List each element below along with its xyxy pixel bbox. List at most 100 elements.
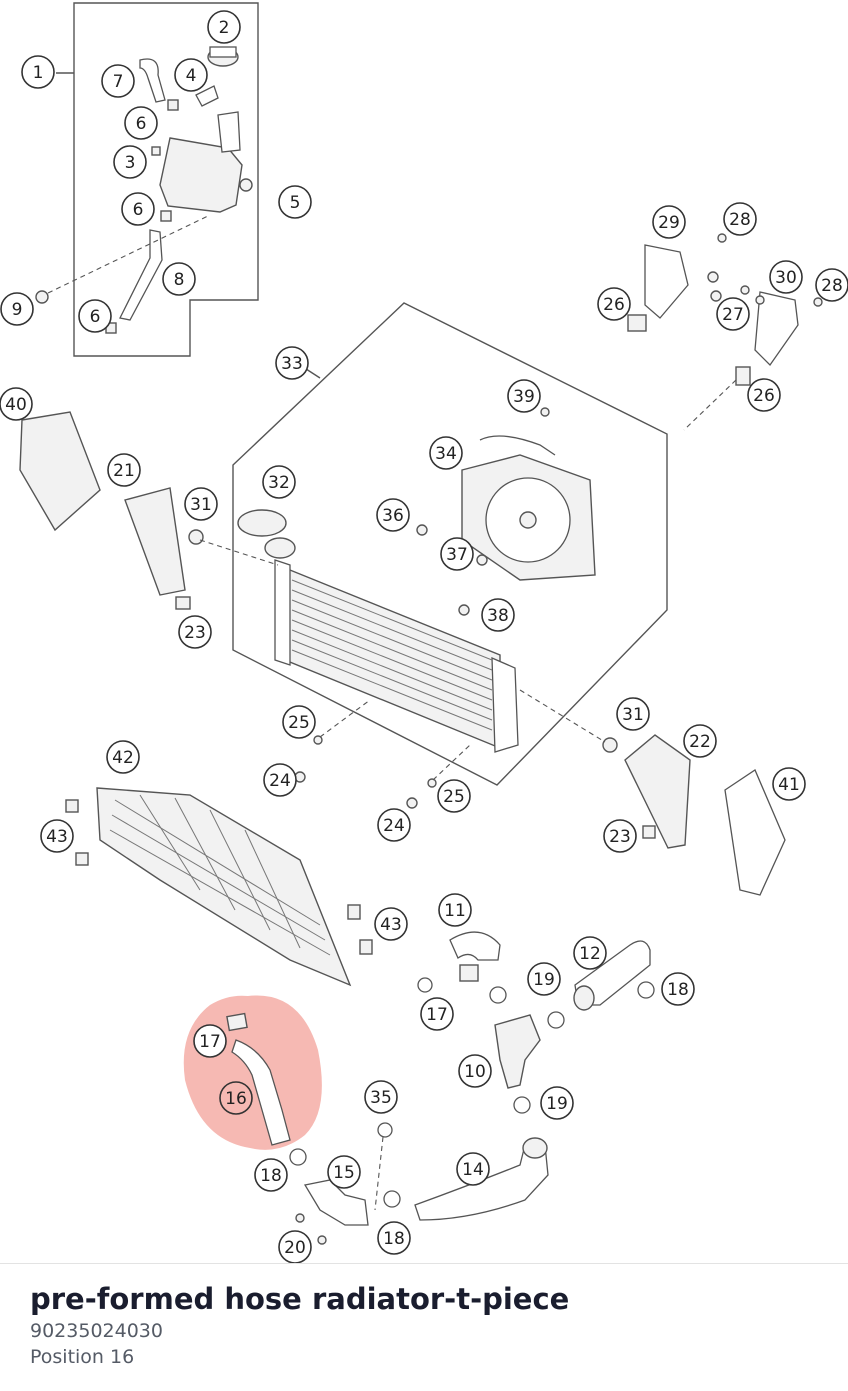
callout-28[interactable]: 28: [815, 268, 848, 302]
callout-19[interactable]: 19: [527, 962, 561, 996]
callout-31[interactable]: 31: [184, 487, 218, 521]
callout-number: 18: [383, 1229, 405, 1249]
callout-number: 37: [446, 545, 468, 565]
callout-number: 16: [225, 1089, 247, 1109]
callout-number: 33: [281, 354, 303, 374]
callout-circle: [458, 1054, 492, 1088]
callout-17[interactable]: 17: [420, 997, 454, 1031]
callout-11[interactable]: 11: [438, 893, 472, 927]
callout-10[interactable]: 10: [458, 1054, 492, 1088]
callout-35[interactable]: 35: [364, 1080, 398, 1114]
callout-26[interactable]: 26: [747, 378, 781, 412]
callout-6[interactable]: 6: [121, 192, 155, 226]
callout-26[interactable]: 26: [597, 287, 631, 321]
callout-25[interactable]: 25: [437, 779, 471, 813]
callout-3[interactable]: 3: [113, 145, 147, 179]
callout-number: 18: [667, 980, 689, 1000]
callout-number: 12: [579, 944, 601, 964]
callout-18[interactable]: 18: [661, 972, 695, 1006]
callout-circle: [174, 58, 208, 92]
callout-30[interactable]: 30: [769, 260, 803, 294]
callout-23[interactable]: 23: [603, 819, 637, 853]
callout-number: 41: [778, 775, 800, 795]
callout-4[interactable]: 4: [174, 58, 208, 92]
callout-number: 2: [219, 18, 230, 38]
callout-8[interactable]: 8: [162, 262, 196, 296]
callout-circle: [573, 936, 607, 970]
callout-number: 30: [775, 268, 797, 288]
callout-circle: [716, 297, 750, 331]
callout-circle: [106, 740, 140, 774]
callout-29[interactable]: 29: [652, 205, 686, 239]
callout-number: 25: [288, 713, 310, 733]
callout-12[interactable]: 12: [573, 936, 607, 970]
callout-17[interactable]: 17: [193, 1024, 227, 1058]
callout-9[interactable]: 9: [0, 292, 34, 326]
callout-number: 21: [113, 461, 135, 481]
callout-circle: [162, 262, 196, 296]
part-title: pre-formed hose radiator-t-piece: [30, 1282, 570, 1316]
callout-43[interactable]: 43: [40, 819, 74, 853]
callout-38[interactable]: 38: [481, 598, 515, 632]
callout-number: 19: [546, 1094, 568, 1114]
callout-21[interactable]: 21: [107, 453, 141, 487]
callout-27[interactable]: 27: [716, 297, 750, 331]
callout-34[interactable]: 34: [429, 436, 463, 470]
part-info-panel: pre-formed hose radiator-t-piece 9023502…: [0, 1263, 848, 1391]
callout-5[interactable]: 5: [278, 185, 312, 219]
part-position: Position 16: [30, 1346, 135, 1368]
callout-40[interactable]: 40: [0, 387, 33, 421]
callout-22[interactable]: 22: [683, 724, 717, 758]
highlighted-hose-16[interactable]: [226, 1012, 291, 1146]
callout-number: 31: [190, 495, 212, 515]
callout-circle: [0, 387, 33, 421]
callout-number: 9: [12, 300, 23, 320]
callout-number: 35: [370, 1088, 392, 1108]
callout-circle: [616, 697, 650, 731]
callout-number: 3: [125, 153, 136, 173]
callout-25[interactable]: 25: [282, 705, 316, 739]
callout-36[interactable]: 36: [376, 498, 410, 532]
callout-24[interactable]: 24: [377, 808, 411, 842]
callout-number: 39: [513, 387, 535, 407]
callout-23[interactable]: 23: [178, 615, 212, 649]
callout-28[interactable]: 28: [723, 202, 757, 236]
callout-15[interactable]: 15: [327, 1155, 361, 1189]
callout-circle: [184, 487, 218, 521]
callout-33[interactable]: 33: [275, 346, 309, 380]
callout-6[interactable]: 6: [78, 299, 112, 333]
callout-circle: [603, 819, 637, 853]
callout-14[interactable]: 14: [456, 1152, 490, 1186]
callout-18[interactable]: 18: [254, 1158, 288, 1192]
callout-1[interactable]: 1: [21, 55, 55, 89]
callout-42[interactable]: 42: [106, 740, 140, 774]
callout-circle: [815, 268, 848, 302]
callout-circle: [377, 1221, 411, 1255]
callout-24[interactable]: 24: [263, 763, 297, 797]
callout-circle: [438, 893, 472, 927]
callout-7[interactable]: 7: [101, 64, 135, 98]
callout-32[interactable]: 32: [262, 465, 296, 499]
callout-circle: [278, 185, 312, 219]
callout-circle: [661, 972, 695, 1006]
callout-41[interactable]: 41: [772, 767, 806, 801]
callout-circle: [101, 64, 135, 98]
callout-20[interactable]: 20: [278, 1230, 312, 1264]
callout-37[interactable]: 37: [440, 537, 474, 571]
callout-43[interactable]: 43: [374, 907, 408, 941]
radiator-fasteners: [294, 699, 471, 809]
callout-circle: [527, 962, 561, 996]
callout-number: 34: [435, 444, 457, 464]
callout-39[interactable]: 39: [507, 379, 541, 413]
callout-circle: [21, 55, 55, 89]
callout-18[interactable]: 18: [377, 1221, 411, 1255]
callout-16[interactable]: 16: [219, 1081, 253, 1115]
callout-31[interactable]: 31: [616, 697, 650, 731]
callout-19[interactable]: 19: [540, 1086, 574, 1120]
callout-number: 43: [46, 827, 68, 847]
callout-number: 6: [136, 114, 147, 134]
callout-number: 42: [112, 748, 134, 768]
callout-2[interactable]: 2: [207, 10, 241, 44]
callout-6[interactable]: 6: [124, 106, 158, 140]
callout-circle: [683, 724, 717, 758]
